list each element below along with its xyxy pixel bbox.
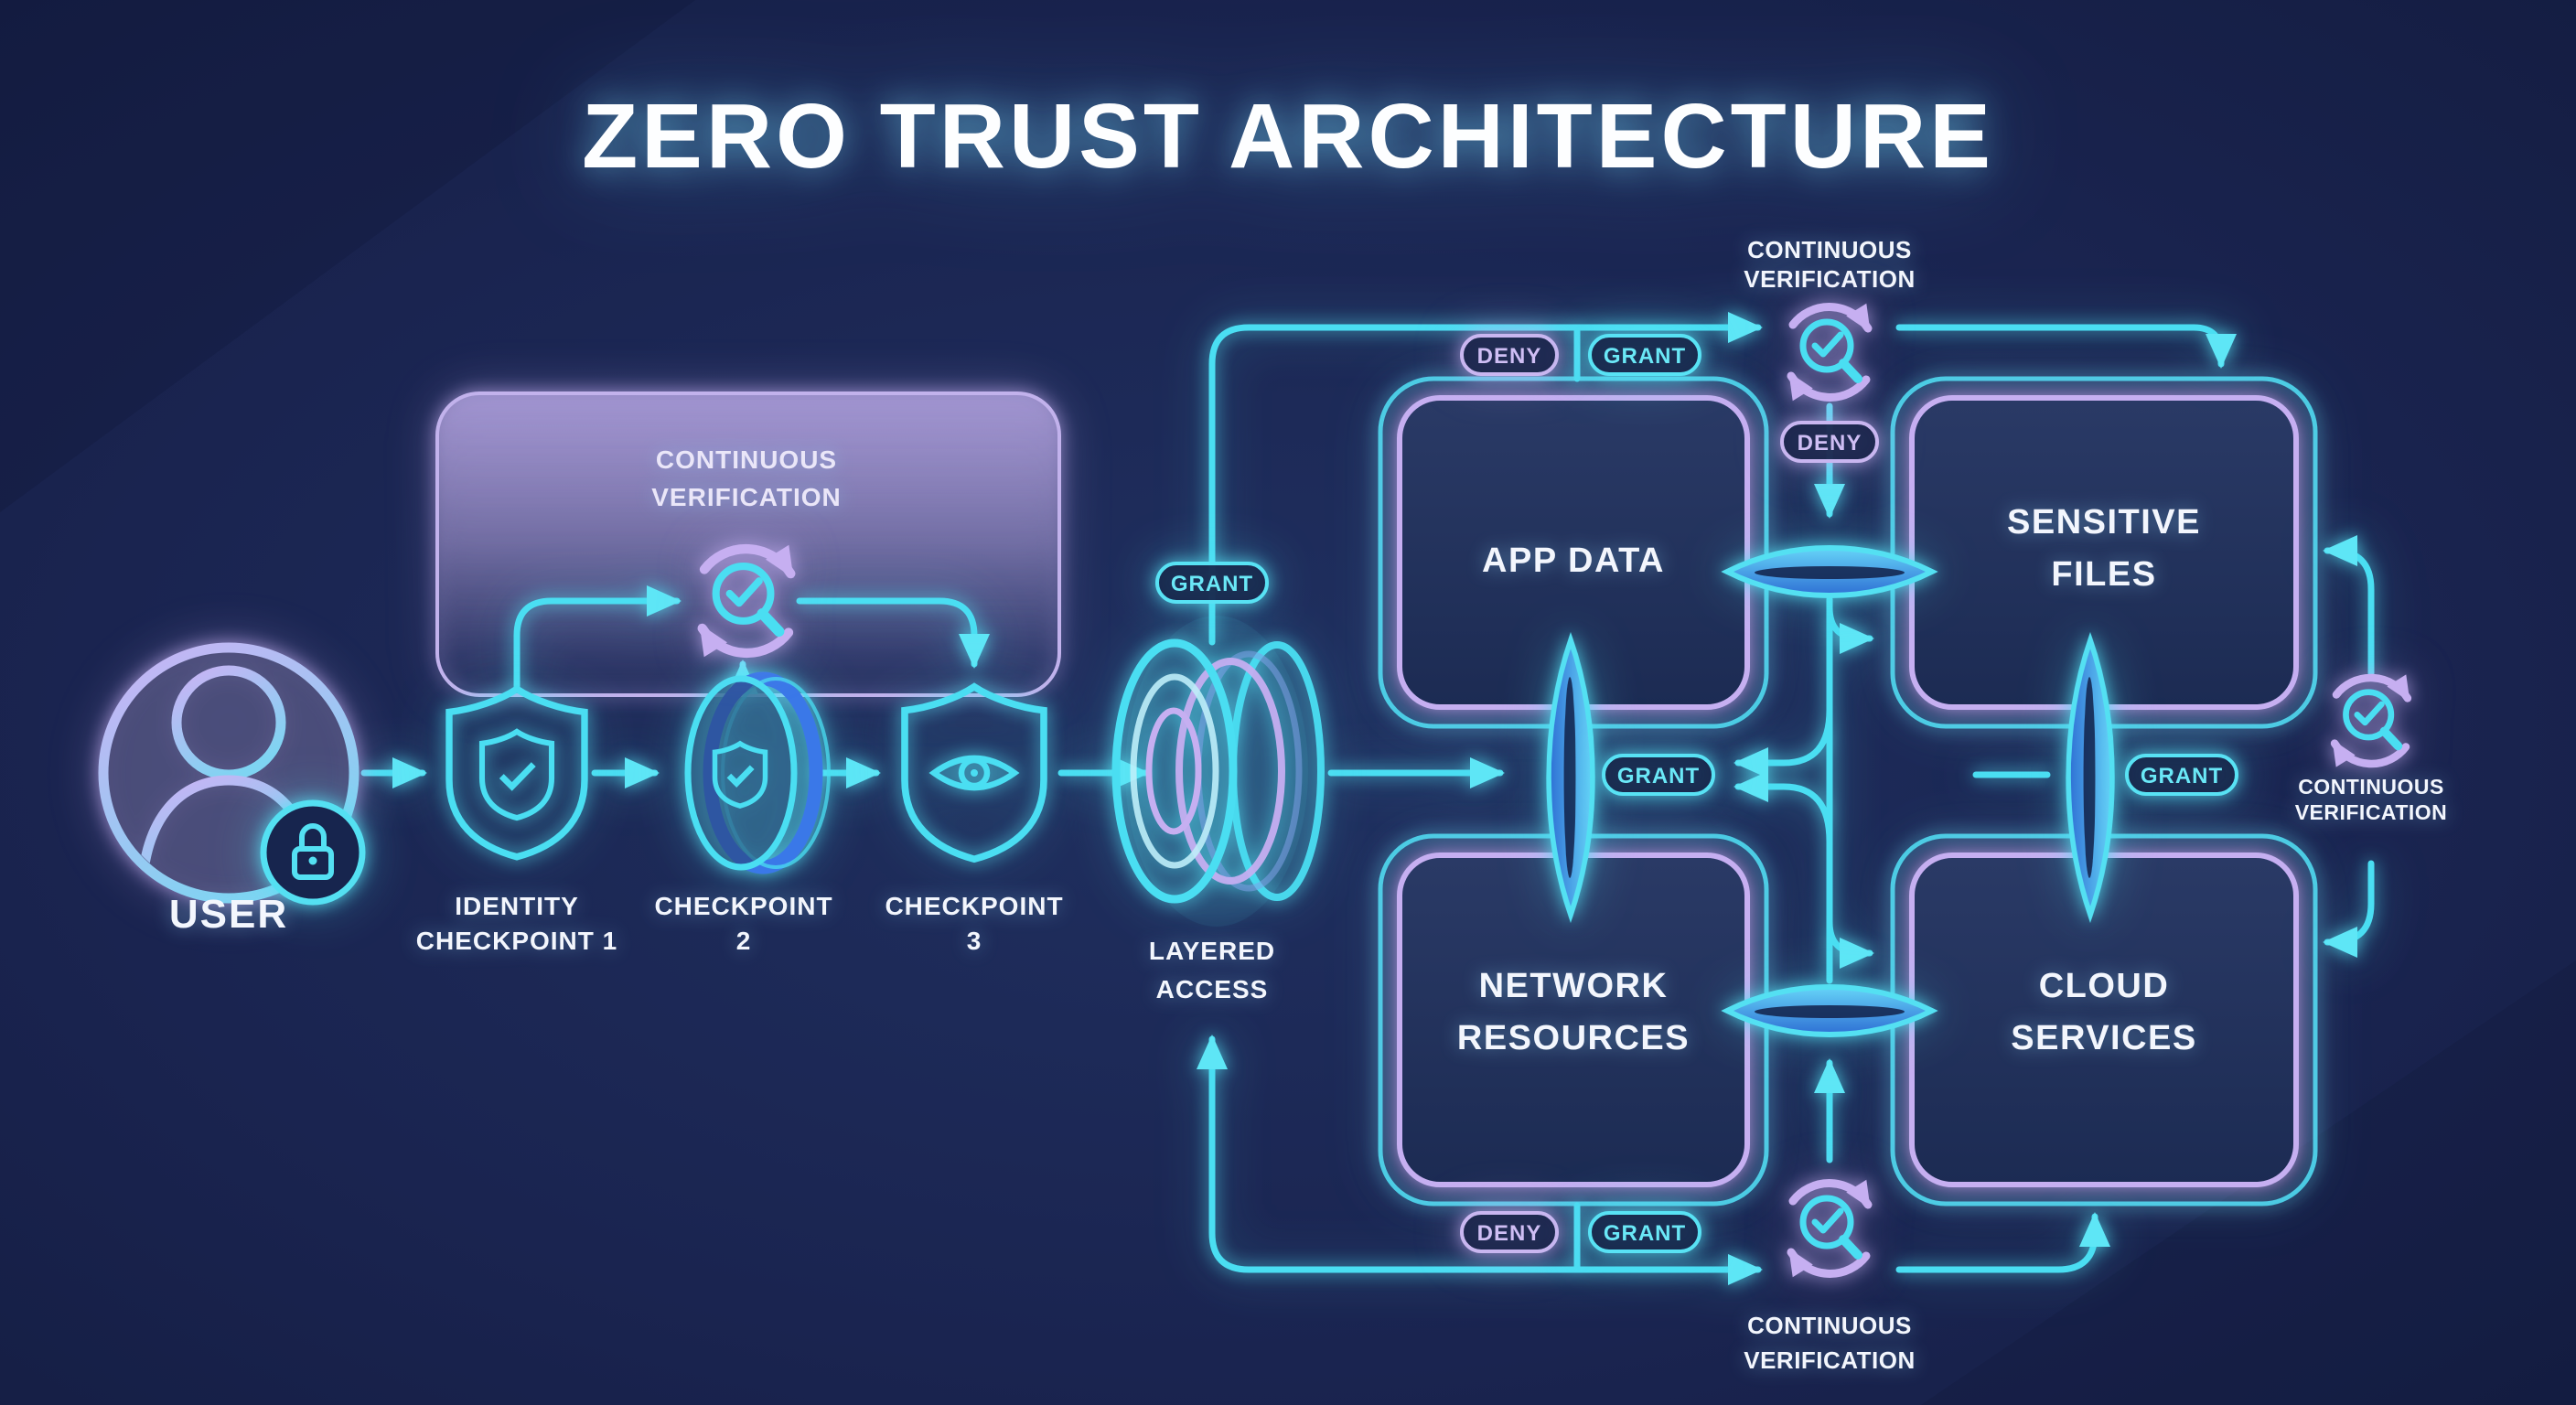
svg-text:GRANT: GRANT bbox=[1604, 1221, 1686, 1246]
user-label: USER bbox=[169, 892, 288, 937]
cv-right-label-line2: VERIFICATION bbox=[2295, 800, 2448, 824]
svg-text:DENY: DENY bbox=[1798, 431, 1862, 456]
sensitive-files-label-line2: FILES bbox=[2051, 555, 2156, 594]
cv-node-right: CONTINUOUS VERIFICATION bbox=[2295, 678, 2448, 824]
flow-rails bbox=[360, 312, 2375, 1285]
bottom-rail-cv-to-cloud-services bbox=[1895, 1212, 2110, 1273]
layered-access-node: LAYERED ACCESS bbox=[1111, 616, 1325, 1003]
checkpoint3-label-line2: 3 bbox=[967, 927, 982, 955]
sensitive-files-label-line1: SENSITIVE bbox=[2007, 503, 2201, 542]
right-cv-to-cloud-services bbox=[2323, 860, 2375, 958]
app-data-label: APP DATA bbox=[1482, 542, 1665, 580]
cv-top-label-line1: CONTINUOUS bbox=[1747, 236, 1912, 263]
checkpoint2-label-line2: 2 bbox=[736, 927, 752, 955]
layered-access-label-line1: LAYERED bbox=[1149, 937, 1275, 965]
background-corner-shade-tl bbox=[0, 0, 695, 512]
grant-badge-bottom: GRANT bbox=[1588, 1211, 1701, 1253]
bottom-rail-return-to-layered bbox=[1197, 1035, 1252, 1273]
cv-node-bottom: CONTINUOUS VERIFICATION bbox=[1744, 1184, 1916, 1374]
disc-checkpoint-icon bbox=[684, 671, 831, 874]
panel-line-checkpoint1-to-cv bbox=[513, 585, 682, 692]
deny-badge-appdata-top: DENY bbox=[1460, 334, 1559, 376]
lock-icon bbox=[260, 799, 366, 906]
layered-access-label-line2: ACCESS bbox=[1156, 975, 1269, 1003]
branch-into-grant-left-lower bbox=[1733, 771, 1833, 845]
network-resources-label-line2: RESOURCES bbox=[1457, 1019, 1690, 1057]
network-resources-box: NETWORK RESOURCES bbox=[1397, 853, 1750, 1187]
cloud-services-label-line1: CLOUD bbox=[2039, 967, 2170, 1005]
checkpoint2-label-line1: CHECKPOINT bbox=[654, 892, 832, 920]
branch-into-sensitive-files bbox=[1826, 604, 1874, 654]
top-rail-cv-to-sensitive-files bbox=[1895, 324, 2237, 369]
right-cv-to-sensitive-files bbox=[2323, 535, 2375, 677]
cv-node-top: CONTINUOUS VERIFICATION bbox=[1744, 236, 1916, 397]
top-rail-layered-to-cv bbox=[1208, 312, 1763, 646]
cloud-services-box: CLOUD SERVICES bbox=[1909, 853, 2299, 1187]
cv-right-label-line1: CONTINUOUS bbox=[2298, 775, 2444, 799]
branch-into-grant-left-upper bbox=[1733, 706, 1833, 778]
grant-badge-appdata-top: GRANT bbox=[1588, 334, 1701, 376]
grant-badge-layered: GRANT bbox=[1155, 562, 1269, 604]
deny-badge-top-center: DENY bbox=[1780, 421, 1879, 463]
checkpoint3-label-line1: CHECKPOINT bbox=[885, 892, 1063, 920]
branch-into-cloud-services bbox=[1826, 918, 1874, 969]
svg-text:GRANT: GRANT bbox=[1171, 572, 1253, 596]
checkpoint-2-node: CHECKPOINT 2 bbox=[654, 671, 832, 955]
grant-badge-center-right: GRANT bbox=[2125, 754, 2238, 796]
user-node: USER bbox=[98, 642, 366, 937]
grant-badge-center-left: GRANT bbox=[1602, 754, 1715, 796]
shield-eye-icon bbox=[905, 687, 1044, 859]
sensitive-files-box: SENSITIVE FILES bbox=[1909, 395, 2299, 710]
panel-line-cv-to-checkpoint3 bbox=[796, 597, 990, 669]
cv-bottom-label-line2: VERIFICATION bbox=[1744, 1346, 1916, 1374]
svg-text:GRANT: GRANT bbox=[1617, 764, 1700, 788]
deny-badge-bottom: DENY bbox=[1460, 1211, 1559, 1253]
checkpoint-3-node: CHECKPOINT 3 bbox=[885, 687, 1063, 955]
svg-text:GRANT: GRANT bbox=[1604, 344, 1686, 369]
cv-top-label-line2: VERIFICATION bbox=[1744, 265, 1916, 293]
cloud-services-label-line2: SERVICES bbox=[2011, 1019, 2196, 1057]
identity-checkpoint-1-node: IDENTITY CHECKPOINT 1 bbox=[416, 689, 617, 955]
page-title: ZERO TRUST ARCHITECTURE bbox=[582, 85, 1994, 188]
cv-panel-label-line2: VERIFICATION bbox=[651, 483, 841, 511]
layered-rings-icon bbox=[1111, 616, 1325, 927]
cv-panel-label-line1: CONTINUOUS bbox=[656, 445, 837, 474]
svg-text:GRANT: GRANT bbox=[2141, 764, 2223, 788]
svg-text:DENY: DENY bbox=[1477, 1221, 1542, 1246]
cv-bottom-label-line1: CONTINUOUS bbox=[1747, 1312, 1912, 1339]
network-resources-label-line1: NETWORK bbox=[1479, 967, 1669, 1005]
checkpoint1-label-line1: IDENTITY bbox=[455, 892, 579, 920]
checkpoint1-label-line2: CHECKPOINT 1 bbox=[416, 927, 617, 955]
svg-text:DENY: DENY bbox=[1477, 344, 1542, 369]
